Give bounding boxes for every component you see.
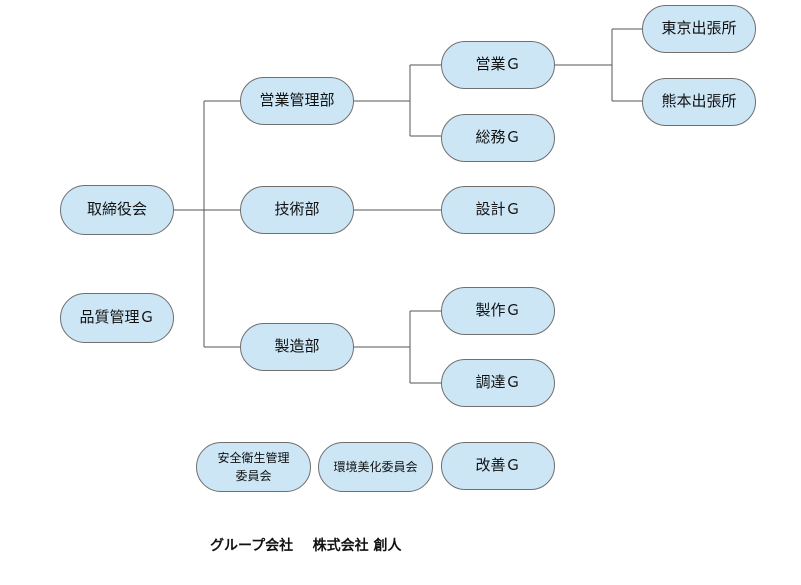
node-kumamoto-branch[interactable]: 熊本出張所: [642, 78, 756, 126]
connector-manufacturing-to-groups: [354, 310, 441, 384]
group-company-footer: グループ会社 株式会社 創人: [210, 535, 402, 555]
node-environment-committee[interactable]: 環境美化委員会: [318, 442, 433, 492]
node-improvement-group-label: 改善Ｇ: [475, 456, 521, 475]
node-sales-group[interactable]: 営業Ｇ: [441, 41, 555, 89]
node-general-affairs-group[interactable]: 総務Ｇ: [441, 114, 555, 162]
node-sales-group-label: 営業Ｇ: [475, 55, 521, 74]
node-procurement-group[interactable]: 調達Ｇ: [441, 359, 555, 407]
node-board-label: 取締役会: [86, 200, 147, 219]
node-sales-management-dept-label: 営業管理部: [259, 91, 335, 110]
node-production-group-label: 製作Ｇ: [475, 301, 521, 320]
node-procurement-group-label: 調達Ｇ: [475, 373, 521, 392]
node-board[interactable]: 取締役会: [60, 185, 174, 235]
group-company-label: グループ会社: [210, 538, 294, 554]
node-sales-management-dept[interactable]: 営業管理部: [240, 77, 354, 125]
connector-sales-to-branches: [555, 28, 642, 102]
node-quality-group[interactable]: 品質管理Ｇ: [60, 293, 174, 343]
node-production-group[interactable]: 製作Ｇ: [441, 287, 555, 335]
node-improvement-group[interactable]: 改善Ｇ: [441, 442, 555, 490]
node-manufacturing-dept-label: 製造部: [274, 337, 320, 356]
node-safety-committee[interactable]: 安全衛生管理 委員会: [196, 442, 311, 492]
node-quality-group-label: 品質管理Ｇ: [79, 308, 155, 327]
node-technology-dept[interactable]: 技術部: [240, 186, 354, 234]
node-manufacturing-dept[interactable]: 製造部: [240, 323, 354, 371]
node-tokyo-branch[interactable]: 東京出張所: [642, 5, 756, 53]
connector-board-to-depts: [174, 100, 240, 348]
node-safety-committee-label-line2: 委員会: [235, 469, 272, 483]
node-general-affairs-group-label: 総務Ｇ: [475, 128, 521, 147]
node-safety-committee-label-line1: 安全衛生管理: [217, 451, 290, 465]
node-environment-committee-label: 環境美化委員会: [333, 460, 418, 474]
group-company-name: 株式会社 創人: [312, 538, 402, 554]
node-technology-dept-label: 技術部: [274, 200, 320, 219]
node-kumamoto-branch-label: 熊本出張所: [661, 92, 737, 111]
node-design-group[interactable]: 設計Ｇ: [441, 186, 555, 234]
node-tokyo-branch-label: 東京出張所: [661, 19, 737, 38]
node-design-group-label: 設計Ｇ: [475, 200, 521, 219]
connector-sales-mgmt-to-groups: [354, 64, 441, 137]
